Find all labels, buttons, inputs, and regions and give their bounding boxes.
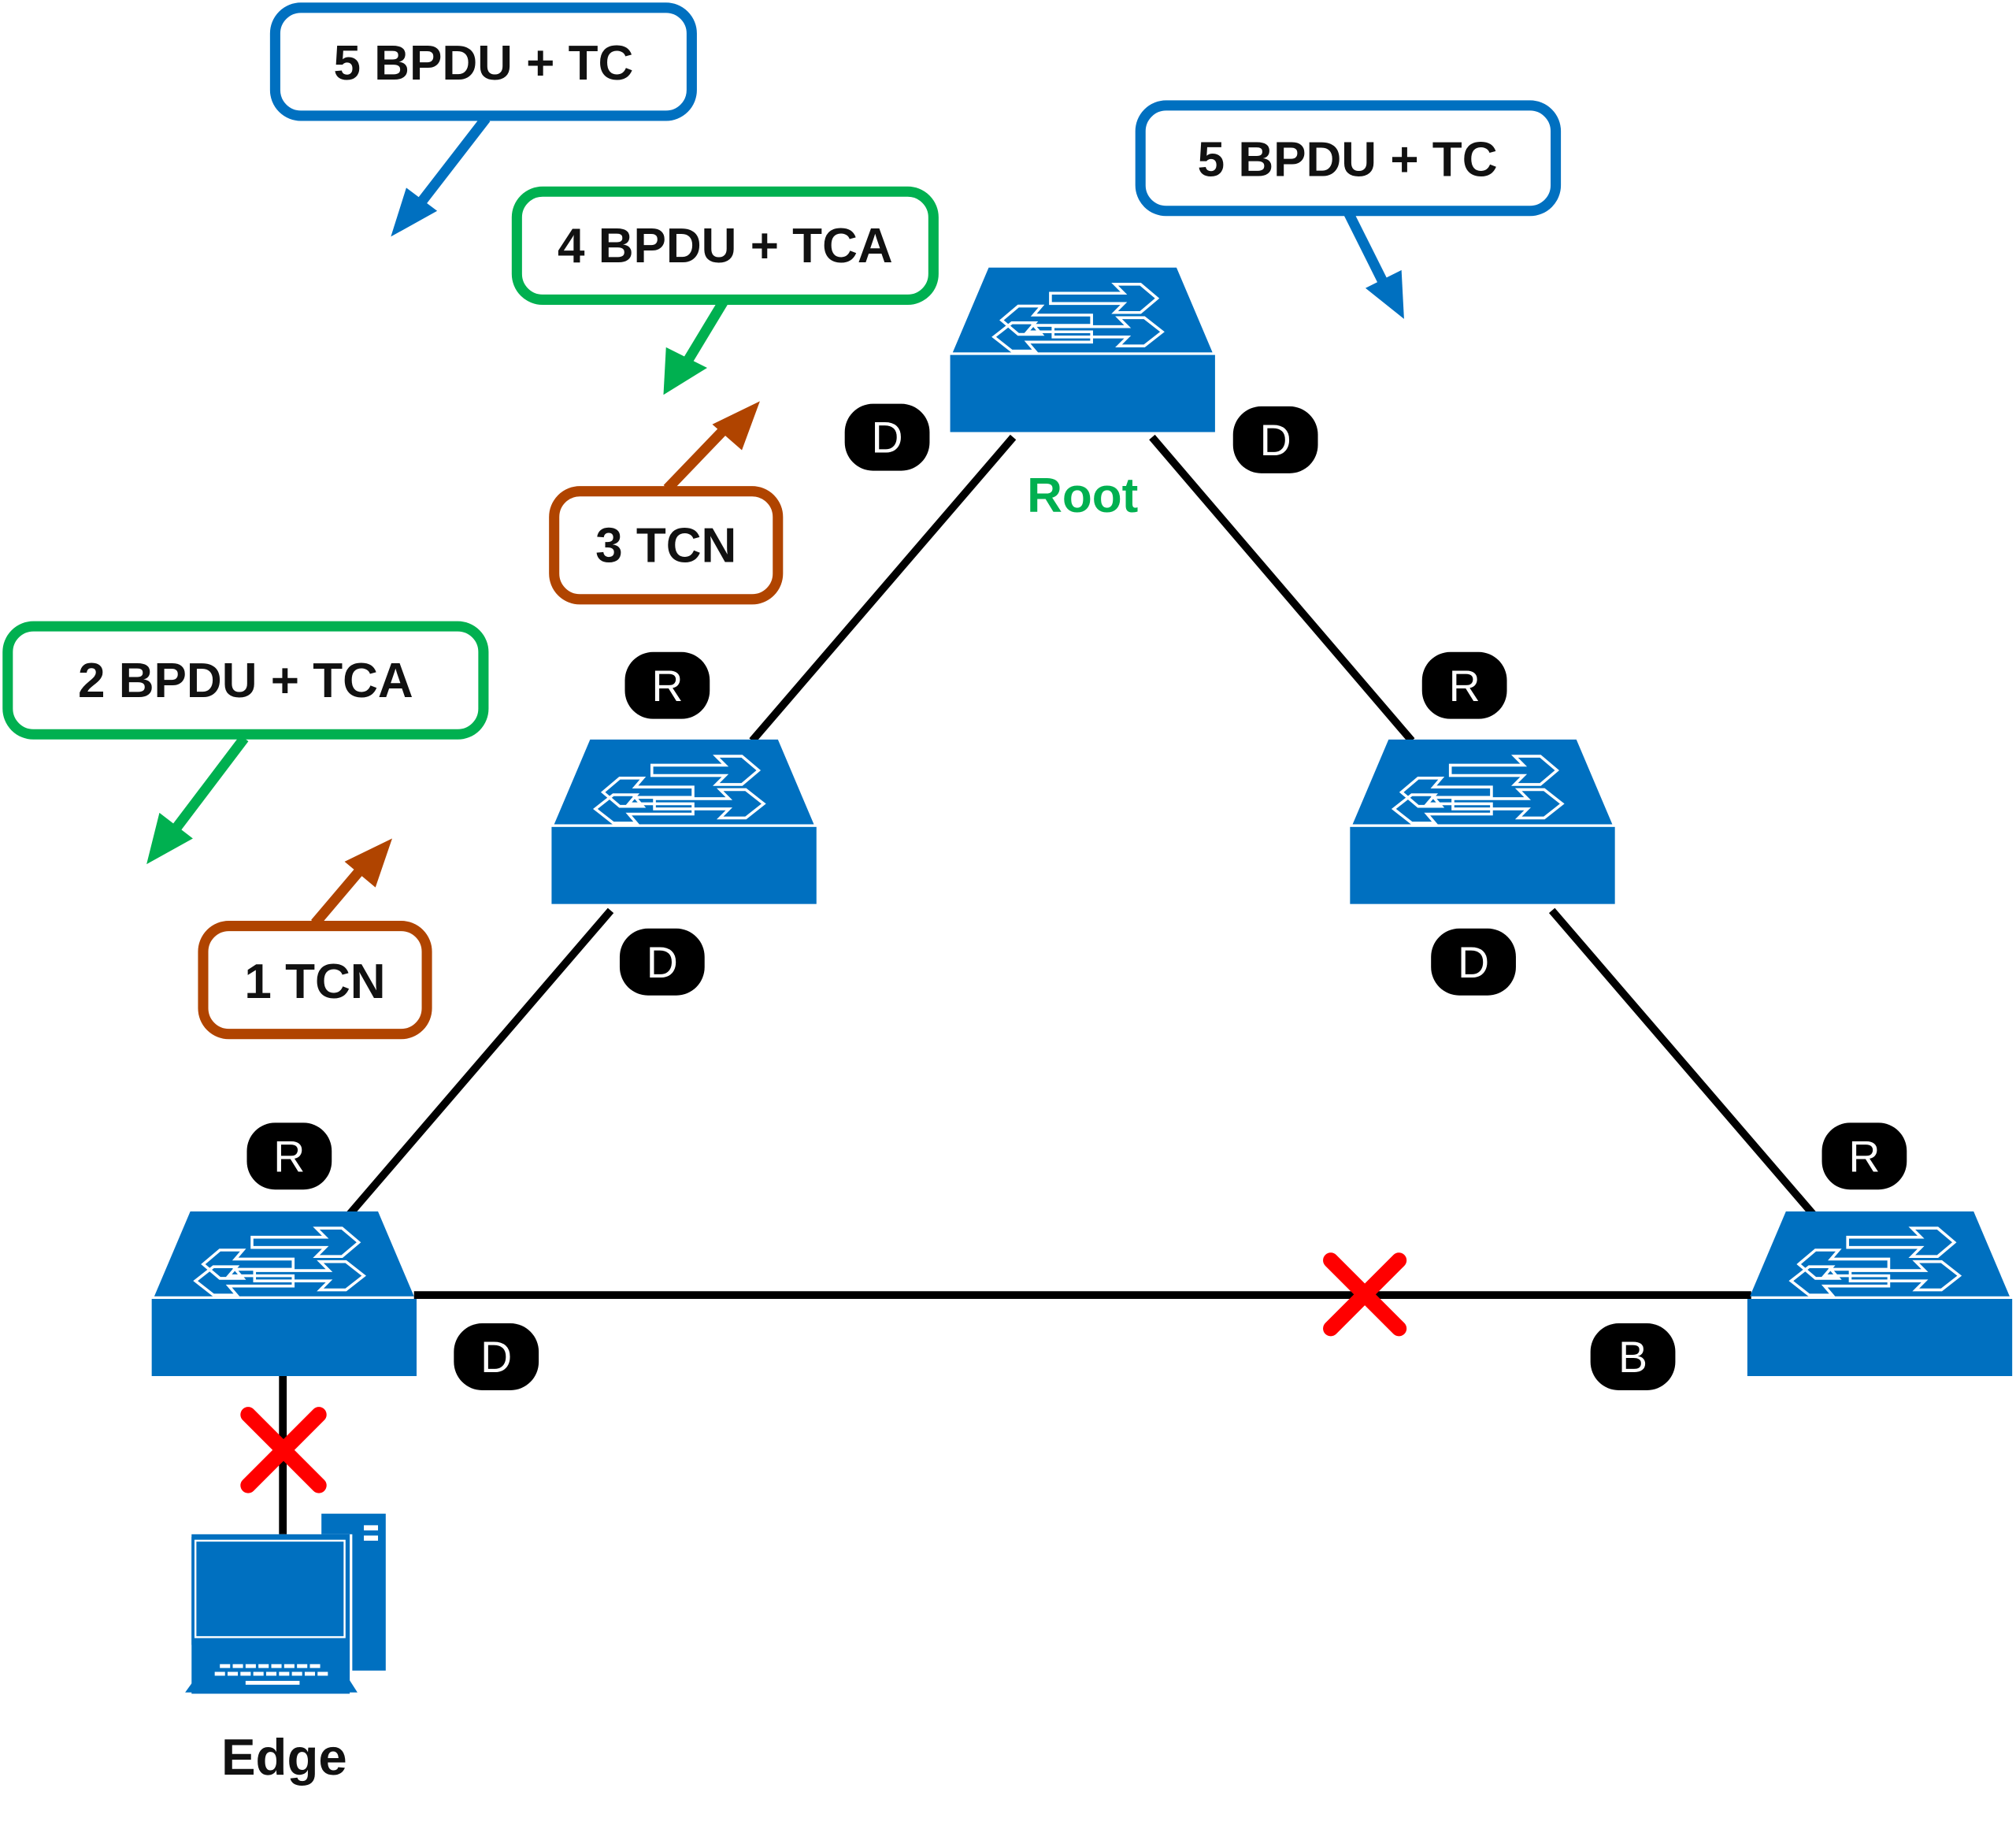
svg-text:1 TCN: 1 TCN <box>244 955 385 1009</box>
svg-text:5 BPDU + TC: 5 BPDU + TC <box>1198 133 1498 187</box>
callout-5-bpdu-tc-left: 5 BPDU + TC <box>269 2 697 237</box>
switch-icon <box>1746 1211 2014 1376</box>
svg-text:4 BPDU + TCA: 4 BPDU + TCA <box>558 219 893 273</box>
link-root-midleft[interactable] <box>749 434 1017 744</box>
svg-text:D: D <box>872 414 903 462</box>
switch-icon <box>1348 739 1617 904</box>
port-badge-midleft-bottom: D <box>619 928 705 996</box>
callout-5-bpdu-tc-right: 5 BPDU + TC <box>1135 100 1562 319</box>
switch-mid-right[interactable] <box>1348 739 1617 904</box>
arrow-head-icon <box>391 187 438 237</box>
svg-text:R: R <box>651 662 683 710</box>
port-badge-midright-top: R <box>1421 651 1507 719</box>
arrow-head-icon <box>146 812 193 865</box>
port-badge-midright-bottom: D <box>1431 928 1516 996</box>
link-midleft-bottomleft[interactable] <box>346 907 614 1217</box>
root-label: Root <box>1027 469 1138 523</box>
svg-text:R: R <box>1449 662 1480 710</box>
svg-text:D: D <box>647 938 678 987</box>
svg-text:D: D <box>1458 938 1489 987</box>
callout-2-bpdu-tca: 2 BPDU + TCA <box>2 621 489 865</box>
arrow-head-icon <box>712 401 760 451</box>
port-badge-bottomleft-top: R <box>246 1122 332 1190</box>
link-midright-bottomright[interactable] <box>1548 907 1816 1217</box>
svg-text:2 BPDU + TCA: 2 BPDU + TCA <box>78 654 413 708</box>
edge-link-down-x-icon <box>240 1407 327 1493</box>
svg-text:5 BPDU + TC: 5 BPDU + TC <box>333 36 633 91</box>
svg-text:D: D <box>1260 416 1292 465</box>
svg-text:R: R <box>273 1132 305 1181</box>
switch-bottom-right[interactable] <box>1746 1211 2014 1376</box>
switch-icon <box>550 739 818 904</box>
blocked-link-x-icon <box>1323 1252 1407 1337</box>
svg-text:D: D <box>480 1333 512 1382</box>
port-badges: D D R D R D R D <box>246 403 1907 1390</box>
callout-3-tcn: 3 TCN <box>549 401 784 605</box>
computer-icon <box>185 1513 386 1699</box>
port-badge-root-right: D <box>1232 406 1318 473</box>
callout-4-bpdu-tca: 4 BPDU + TCA <box>511 186 939 395</box>
svg-text:R: R <box>1848 1132 1880 1181</box>
port-badge-bottomright-left: B <box>1590 1323 1676 1390</box>
svg-text:B: B <box>1618 1333 1647 1382</box>
arrow-head-icon <box>663 347 707 395</box>
port-badge-bottomright-top: R <box>1821 1122 1907 1190</box>
arrow-head-icon <box>344 838 392 888</box>
link-root-midright[interactable] <box>1149 434 1415 744</box>
switch-icon <box>150 1211 418 1376</box>
edge-pc[interactable]: Edge <box>185 1513 386 1786</box>
switch-icon <box>948 267 1217 432</box>
port-badge-root-left: D <box>844 403 930 471</box>
svg-text:3 TCN: 3 TCN <box>595 518 736 573</box>
arrow-head-icon <box>1365 269 1404 319</box>
switch-bottom-left[interactable] <box>150 1211 418 1376</box>
port-badge-bottomleft-right: D <box>454 1323 539 1390</box>
switch-mid-left[interactable] <box>550 739 818 904</box>
callout-1-tcn: 1 TCN <box>198 838 432 1040</box>
port-badge-midleft-top: R <box>624 651 710 719</box>
switch-root[interactable] <box>948 267 1217 432</box>
edge-label: Edge <box>221 1728 347 1786</box>
